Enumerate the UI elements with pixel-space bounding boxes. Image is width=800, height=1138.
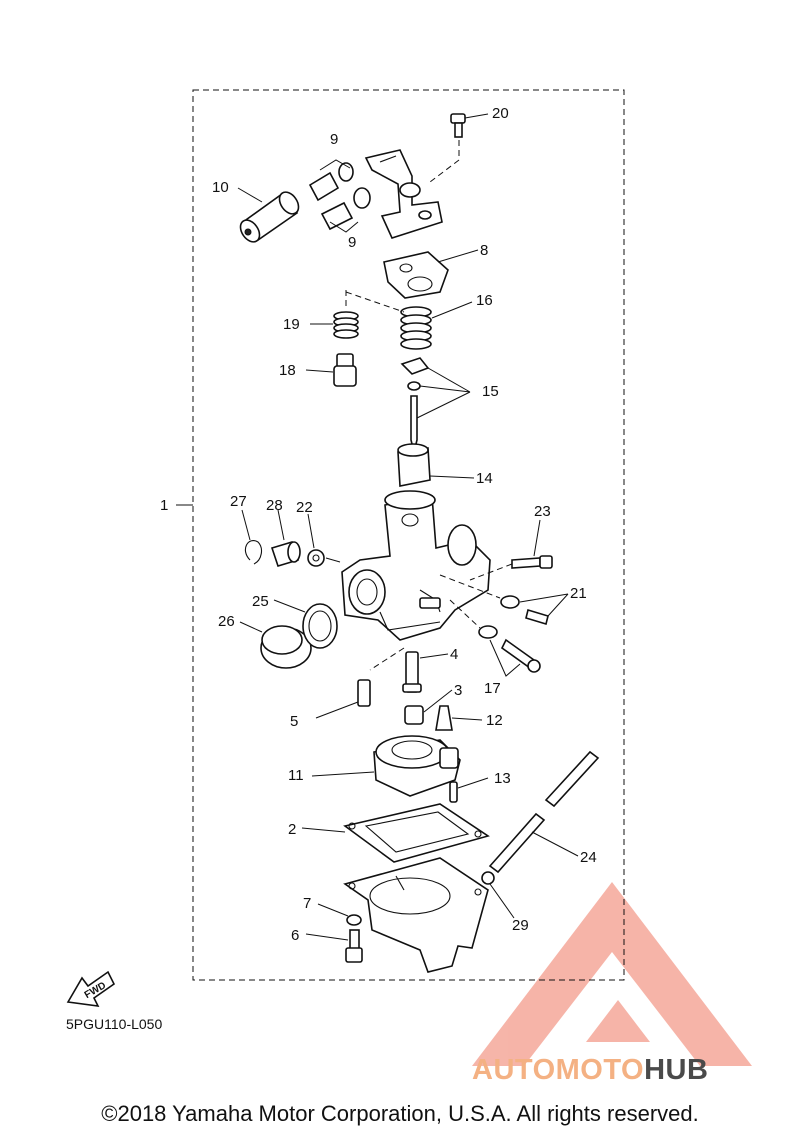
part-22-bushing (307, 513, 341, 567)
label-part-21: 21 (570, 585, 587, 602)
label-part-28: 28 (266, 497, 283, 514)
part-19-spring (310, 311, 359, 339)
part-29-clamp (481, 871, 515, 919)
watermark-text-hub: HUB (644, 1054, 709, 1086)
label-part-9a: 9 (330, 131, 338, 148)
part-26-ring (239, 621, 312, 669)
watermark-text: AUTOMOTOHUB (472, 1054, 708, 1087)
part-21-screw (439, 574, 569, 626)
label-part-27: 27 (230, 493, 247, 510)
label-part-3: 3 (454, 682, 462, 699)
part-23-screw (469, 519, 553, 581)
label-part-1: 1 (160, 497, 168, 514)
part-5-jet (315, 679, 371, 719)
part-16-spring (345, 290, 473, 350)
label-part-22: 22 (296, 499, 313, 516)
part-4-jet (369, 647, 449, 693)
part-2-gasket (301, 803, 490, 863)
part-14-slide (397, 443, 475, 487)
copyright-notice: ©2018 Yamaha Motor Corporation, U.S.A. A… (101, 1101, 699, 1126)
label-part-29: 29 (512, 917, 529, 934)
label-part-15: 15 (482, 383, 499, 400)
part-28-cylinder (270, 509, 301, 567)
label-part-23: 23 (534, 503, 551, 520)
label-part-13: 13 (494, 770, 511, 787)
label-part-7: 7 (303, 895, 311, 912)
part-17-screw (449, 599, 541, 677)
part-3-jet (404, 689, 453, 725)
part-18-holder (305, 353, 357, 387)
label-part-25: 25 (252, 593, 269, 610)
part-6-screw (305, 929, 363, 963)
part-20-screw (429, 113, 489, 183)
watermark-text-automoto: AUTOMOTO (472, 1054, 645, 1086)
label-part-20: 20 (492, 105, 509, 122)
label-part-16: 16 (476, 292, 493, 309)
part-15-needle (400, 357, 471, 453)
label-part-24: 24 (580, 849, 597, 866)
label-part-26: 26 (218, 613, 235, 630)
label-part-17: 17 (484, 680, 501, 697)
label-part-4: 4 (450, 646, 458, 663)
watermark-logo (472, 882, 752, 1066)
label-part-11: 11 (288, 767, 304, 784)
label-part-8: 8 (480, 242, 488, 259)
part-9-nuts (308, 159, 371, 233)
choke-lever (364, 149, 443, 239)
part-13-pin (449, 777, 489, 803)
part-24-hose (488, 750, 600, 874)
label-part-18: 18 (279, 362, 296, 379)
part-7-washer (317, 903, 362, 926)
part-27-clip (241, 509, 263, 565)
part-8-plate (383, 249, 479, 299)
fwd-arrow-icon: FWD (66, 970, 116, 1007)
float-bowl (343, 857, 489, 973)
label-part-12: 12 (486, 712, 503, 729)
label-part-10: 10 (212, 179, 229, 196)
carburetor-body (341, 490, 491, 641)
part-10-cap (237, 187, 300, 243)
label-part-2: 2 (288, 821, 296, 838)
diagram-code: 5PGU110-L050 (66, 1016, 163, 1032)
label-part-9b: 9 (348, 234, 356, 251)
label-part-5: 5 (290, 713, 298, 730)
part-12-jet (435, 705, 483, 731)
label-part-14: 14 (476, 470, 493, 487)
assembly-boundary (192, 89, 625, 981)
label-part-19: 19 (283, 316, 300, 333)
label-part-6: 6 (291, 927, 299, 944)
part-11-float (311, 735, 461, 797)
part-25-ring (273, 599, 338, 649)
